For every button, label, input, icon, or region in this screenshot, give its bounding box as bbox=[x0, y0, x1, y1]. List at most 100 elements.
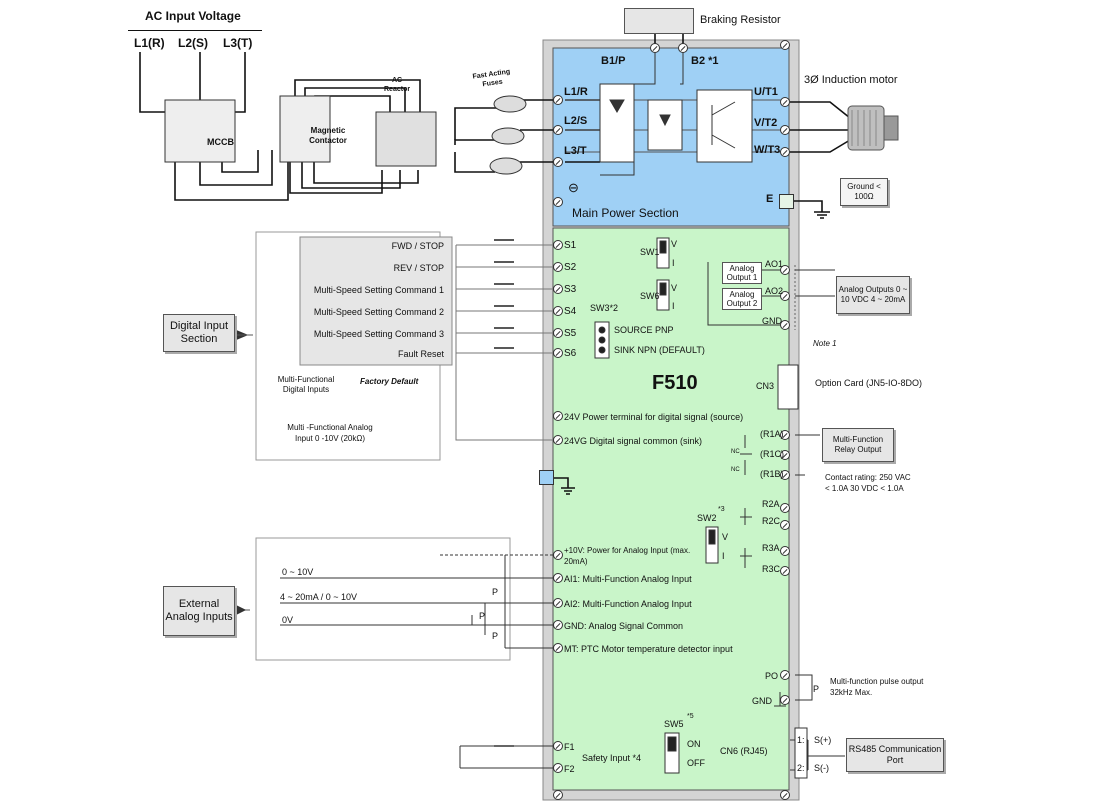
analog-outputs-text: Analog Outputs 0 ~ 10 VDC 4 ~ 20mA bbox=[838, 285, 908, 304]
ao1-label: AO1 bbox=[765, 259, 784, 269]
l3t-label: L3/T bbox=[564, 145, 587, 157]
induction-motor-label: 3Ø Induction motor bbox=[804, 74, 898, 86]
terminal-gnd-analog bbox=[553, 620, 563, 630]
terminal-24v bbox=[553, 411, 563, 421]
cmd-multispeed-2: Multi-Speed Setting Command 2 bbox=[313, 307, 444, 317]
terminal-r3c bbox=[780, 566, 790, 576]
sw6-v-label: V bbox=[671, 283, 678, 293]
ac-input-bar bbox=[128, 30, 262, 31]
analog-output-2-label: Analog Output 2 bbox=[726, 290, 758, 308]
b2-label: B2 *1 bbox=[691, 55, 719, 67]
factory-default-label: Factory Default bbox=[360, 377, 419, 386]
analog-output-1-label: Analog Output 1 bbox=[726, 264, 758, 282]
ut1-label: U/T1 bbox=[754, 86, 778, 98]
sw6-i-label: I bbox=[672, 301, 675, 311]
source-pnp-label: SOURCE PNP bbox=[614, 325, 674, 335]
sw1-v-label: V bbox=[671, 239, 678, 249]
r3c-label: R3C bbox=[762, 564, 781, 574]
model-f510-label: F510 bbox=[652, 372, 698, 394]
pin2-label: 2: bbox=[797, 763, 805, 773]
cmd-fault-reset: Fault Reset bbox=[397, 349, 444, 359]
terminal-l2 bbox=[553, 125, 563, 135]
cmd-multispeed-3: Multi-Speed Setting Command 3 bbox=[313, 329, 444, 339]
r1c-label: (R1C) bbox=[760, 449, 784, 459]
ao-gnd-label: GND bbox=[762, 316, 782, 326]
power-24v-label: 24V Power terminal for digital signal (s… bbox=[564, 412, 744, 422]
terminal-ai2 bbox=[553, 598, 563, 608]
terminal-v bbox=[780, 125, 790, 135]
f2-label: F2 bbox=[564, 764, 575, 774]
ground-note-text: Ground < 100Ω bbox=[847, 182, 881, 201]
earth-terminal-box bbox=[779, 194, 794, 209]
s6-label: S6 bbox=[564, 348, 577, 359]
braking-resistor-label: Braking Resistor bbox=[700, 14, 781, 26]
pulse-output-label: Multi-function pulse output 32kHz Max. bbox=[830, 677, 924, 697]
external-analog-inputs-title: External Analog Inputs bbox=[165, 598, 233, 623]
analog-output-1-box: Analog Output 1 bbox=[722, 262, 762, 284]
f1-label: F1 bbox=[564, 742, 575, 752]
l2s-label: L2/S bbox=[564, 115, 588, 127]
plus10v-label: +10V: Power for Analog Input (max. 20mA) bbox=[564, 546, 691, 566]
terminal-s6 bbox=[553, 348, 563, 358]
terminal-top-right bbox=[780, 40, 790, 50]
s-minus-label: S(-) bbox=[814, 763, 829, 773]
s3-label: S3 bbox=[564, 284, 577, 295]
chassis-ground-terminal bbox=[539, 470, 554, 485]
sw2-note: *3 bbox=[718, 506, 725, 513]
sw5-label: SW5 bbox=[664, 719, 684, 729]
ao2-label: AO2 bbox=[765, 286, 784, 296]
mccb-label: MCCB bbox=[207, 137, 234, 147]
terminal-s4 bbox=[553, 306, 563, 316]
earth-label: E bbox=[766, 193, 774, 205]
terminal-l3 bbox=[553, 157, 563, 167]
range-4-20ma-label: 4 ~ 20mA / 0 ~ 10V bbox=[280, 592, 358, 602]
relay-output-text: Multi-Function Relay Output bbox=[832, 435, 884, 454]
sw5-note: *5 bbox=[687, 713, 694, 720]
terminal-r2a bbox=[780, 503, 790, 513]
sink-npn-label: SINK NPN (DEFAULT) bbox=[614, 345, 705, 355]
cn6-label: CN6 (RJ45) bbox=[720, 746, 768, 756]
sw1-label: SW1 bbox=[640, 247, 660, 257]
r2c-label: R2C bbox=[762, 516, 781, 526]
zero-v-label: 0V bbox=[282, 615, 294, 625]
analog-output-2-box: Analog Output 2 bbox=[722, 288, 762, 310]
terminal-r3a bbox=[780, 546, 790, 556]
note1-label: Note 1 bbox=[813, 339, 837, 348]
phase-l1: L1(R) bbox=[134, 36, 165, 50]
wt3-label: W/T3 bbox=[754, 144, 781, 156]
terminal-mt bbox=[553, 643, 563, 653]
terminal-24vg bbox=[553, 435, 563, 445]
rs485-box: RS485 Communication Port bbox=[846, 738, 944, 772]
ac-reactor-label: AC Reactor bbox=[384, 77, 411, 93]
range-0-10v-label: 0 ~ 10V bbox=[282, 567, 314, 577]
power-ground-icon: ⊖ bbox=[568, 180, 579, 195]
terminal-s3 bbox=[553, 284, 563, 294]
sw2-v-label: V bbox=[722, 532, 729, 542]
terminal-s2 bbox=[553, 262, 563, 272]
nc-label-2: NC bbox=[731, 467, 740, 473]
digital-input-section-box: Digital Input Section bbox=[163, 314, 235, 352]
po-label: PO bbox=[765, 671, 779, 681]
terminal-gnd-ao bbox=[780, 320, 790, 330]
pin1-label: 1: bbox=[797, 735, 805, 745]
terminal-f2 bbox=[553, 763, 563, 773]
s-plus-label: S(+) bbox=[814, 735, 832, 745]
s1-label: S1 bbox=[564, 240, 577, 251]
phase-l2: L2(S) bbox=[178, 36, 208, 50]
nc-label-1: NC bbox=[731, 449, 740, 455]
mf-analog-input-label: Multi -Functional Analog Input 0 -10V (2… bbox=[287, 423, 373, 443]
sw2-i-label: I bbox=[722, 551, 725, 561]
mf-digital-inputs-label: Multi-Functional Digital Inputs bbox=[277, 375, 335, 394]
rs485-text: RS485 Communication Port bbox=[848, 744, 942, 765]
common-24vg-label: 24VG Digital signal common (sink) bbox=[564, 436, 703, 446]
cmd-rev-stop: REV / STOP bbox=[393, 263, 444, 273]
r3a-label: R3A bbox=[762, 543, 780, 553]
p-label-pulse: P bbox=[813, 684, 820, 694]
l1r-label: L1/R bbox=[564, 86, 588, 98]
external-analog-inputs-box: External Analog Inputs bbox=[163, 586, 235, 636]
terminal-bottom-right bbox=[780, 790, 790, 800]
terminal-r1a bbox=[780, 430, 790, 440]
relay-output-box: Multi-Function Relay Output bbox=[822, 428, 894, 462]
